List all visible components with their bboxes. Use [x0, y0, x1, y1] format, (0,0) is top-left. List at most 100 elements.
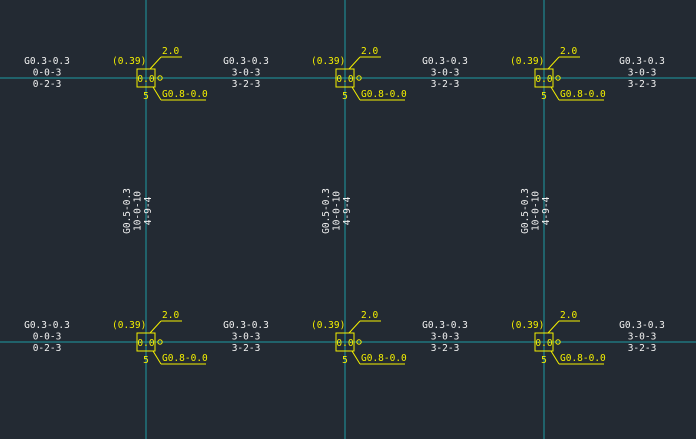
- beam-line-3: 3-2-3: [628, 343, 657, 354]
- column-symbol-lines: [335, 320, 405, 365]
- beam-label-horizontal[interactable]: G0.3-0.3 0-0-3 0-2-3: [24, 56, 70, 90]
- beam-line-3: 3-2-3: [431, 79, 460, 90]
- beam-line-3: 0-2-3: [33, 79, 62, 90]
- column-bracket-value: (0.39): [510, 320, 544, 331]
- column-top-leader: [149, 320, 162, 334]
- column-bottom-value: 5: [541, 355, 547, 366]
- column-bottom-leader: [550, 350, 560, 365]
- beam-line-1: G0.3-0.3: [422, 56, 468, 67]
- beam-line-2: 10-0-10: [531, 191, 542, 231]
- column-hook-mark: [356, 339, 362, 345]
- column-symbol-lines: [534, 56, 604, 101]
- beam-line-3: 4-9-4: [143, 196, 154, 225]
- column-bracket-value: (0.39): [112, 320, 146, 331]
- beam-line-3: 3-2-3: [628, 79, 657, 90]
- column-hook-mark: [157, 339, 163, 345]
- column-bottom-value: 5: [143, 355, 149, 366]
- beam-line-1: G0.5-0.3: [321, 188, 332, 234]
- beam-line-3: 3-2-3: [232, 79, 261, 90]
- column-hook-mark: [356, 75, 362, 81]
- beam-label-horizontal[interactable]: G0.3-0.3 3-0-3 3-2-3: [619, 320, 665, 354]
- column-symbol-lines: [534, 320, 604, 365]
- column-hook-mark: [555, 75, 561, 81]
- column-bottom-leader: [152, 86, 162, 101]
- beam-line-2: 10-0-10: [133, 191, 144, 231]
- beam-line-2: 3-0-3: [431, 332, 460, 343]
- column-annotation[interactable]: (0.39) 2.0 0.0 5 G0.8-0.0: [311, 46, 407, 102]
- beam-line-1: G0.5-0.3: [122, 188, 133, 234]
- column-top-value: 2.0: [560, 46, 577, 57]
- column-symbol-lines: [136, 320, 206, 365]
- column-bottom-right-value: G0.8-0.0: [560, 353, 606, 364]
- column-top-value: 2.0: [162, 310, 179, 321]
- column-annotation[interactable]: (0.39) 2.0 0.0 5 G0.8-0.0: [510, 46, 606, 102]
- column-bottom-value: 5: [342, 355, 348, 366]
- beam-line-1: G0.5-0.3: [520, 188, 531, 234]
- column-bracket-value: (0.39): [311, 320, 345, 331]
- column-top-leader: [547, 56, 560, 70]
- column-annotation[interactable]: (0.39) 2.0 0.0 5 G0.8-0.0: [112, 310, 208, 366]
- column-top-value: 2.0: [361, 46, 378, 57]
- beam-label-vertical[interactable]: G0.5-0.3 10-0-10 4-9-4: [520, 188, 552, 234]
- column-bottom-leader: [152, 350, 162, 365]
- beam-line-1: G0.3-0.3: [24, 56, 70, 67]
- column-bottom-value: 5: [143, 91, 149, 102]
- beam-label-horizontal[interactable]: G0.3-0.3 3-0-3 3-2-3: [223, 320, 269, 354]
- beam-line-1: G0.3-0.3: [422, 320, 468, 331]
- beam-label-horizontal[interactable]: G0.3-0.3 0-0-3 0-2-3: [24, 320, 70, 354]
- column-box: [335, 332, 355, 352]
- beam-line-3: 4-9-4: [541, 196, 552, 225]
- column-bottom-leader: [550, 86, 560, 101]
- column-bottom-leader: [351, 86, 361, 101]
- beam-label-horizontal[interactable]: G0.3-0.3 3-0-3 3-2-3: [223, 56, 269, 90]
- column-box: [335, 68, 355, 88]
- column-annotation[interactable]: (0.39) 2.0 0.0 5 G0.8-0.0: [311, 310, 407, 366]
- beam-line-3: 4-9-4: [342, 196, 353, 225]
- beam-line-1: G0.3-0.3: [619, 320, 665, 331]
- column-bottom-right-value: G0.8-0.0: [560, 89, 606, 100]
- beam-label-vertical[interactable]: G0.5-0.3 10-0-10 4-9-4: [122, 188, 154, 234]
- beam-line-2: 3-0-3: [232, 68, 261, 79]
- column-center-value: 0.0: [137, 338, 154, 349]
- column-bracket-value: (0.39): [311, 56, 345, 67]
- column-center-value: 0.0: [137, 74, 154, 85]
- column-symbol-lines: [136, 56, 206, 101]
- column-box: [136, 332, 156, 352]
- beam-line-1: G0.3-0.3: [223, 320, 269, 331]
- column-top-leader: [547, 320, 560, 334]
- column-bottom-value: 5: [541, 91, 547, 102]
- beam-line-1: G0.3-0.3: [223, 56, 269, 67]
- beam-label-horizontal[interactable]: G0.3-0.3 3-0-3 3-2-3: [422, 320, 468, 354]
- column-top-leader: [348, 56, 361, 70]
- column-box: [534, 68, 554, 88]
- column-bottom-leader: [351, 350, 361, 365]
- beam-label-horizontal[interactable]: G0.3-0.3 3-0-3 3-2-3: [422, 56, 468, 90]
- beam-line-2: 3-0-3: [628, 68, 657, 79]
- column-bottom-right-value: G0.8-0.0: [361, 89, 407, 100]
- column-symbol-lines: [335, 56, 405, 101]
- beam-line-1: G0.3-0.3: [24, 320, 70, 331]
- column-annotation[interactable]: (0.39) 2.0 0.0 5 G0.8-0.0: [510, 310, 606, 366]
- beam-line-3: 0-2-3: [33, 343, 62, 354]
- beam-line-1: G0.3-0.3: [619, 56, 665, 67]
- column-top-value: 2.0: [361, 310, 378, 321]
- column-annotation[interactable]: (0.39) 2.0 0.0 5 G0.8-0.0: [112, 46, 208, 102]
- column-top-value: 2.0: [162, 46, 179, 57]
- beam-line-3: 3-2-3: [431, 343, 460, 354]
- column-top-leader: [149, 56, 162, 70]
- column-bottom-value: 5: [342, 91, 348, 102]
- beam-line-2: 3-0-3: [431, 68, 460, 79]
- beam-label-vertical[interactable]: G0.5-0.3 10-0-10 4-9-4: [321, 188, 353, 234]
- beam-label-horizontal[interactable]: G0.3-0.3 3-0-3 3-2-3: [619, 56, 665, 90]
- column-bottom-right-value: G0.8-0.0: [162, 89, 208, 100]
- column-center-value: 0.0: [535, 338, 552, 349]
- column-center-value: 0.0: [535, 74, 552, 85]
- column-box: [534, 332, 554, 352]
- column-top-value: 2.0: [560, 310, 577, 321]
- column-box: [136, 68, 156, 88]
- column-center-value: 0.0: [336, 74, 353, 85]
- column-center-value: 0.0: [336, 338, 353, 349]
